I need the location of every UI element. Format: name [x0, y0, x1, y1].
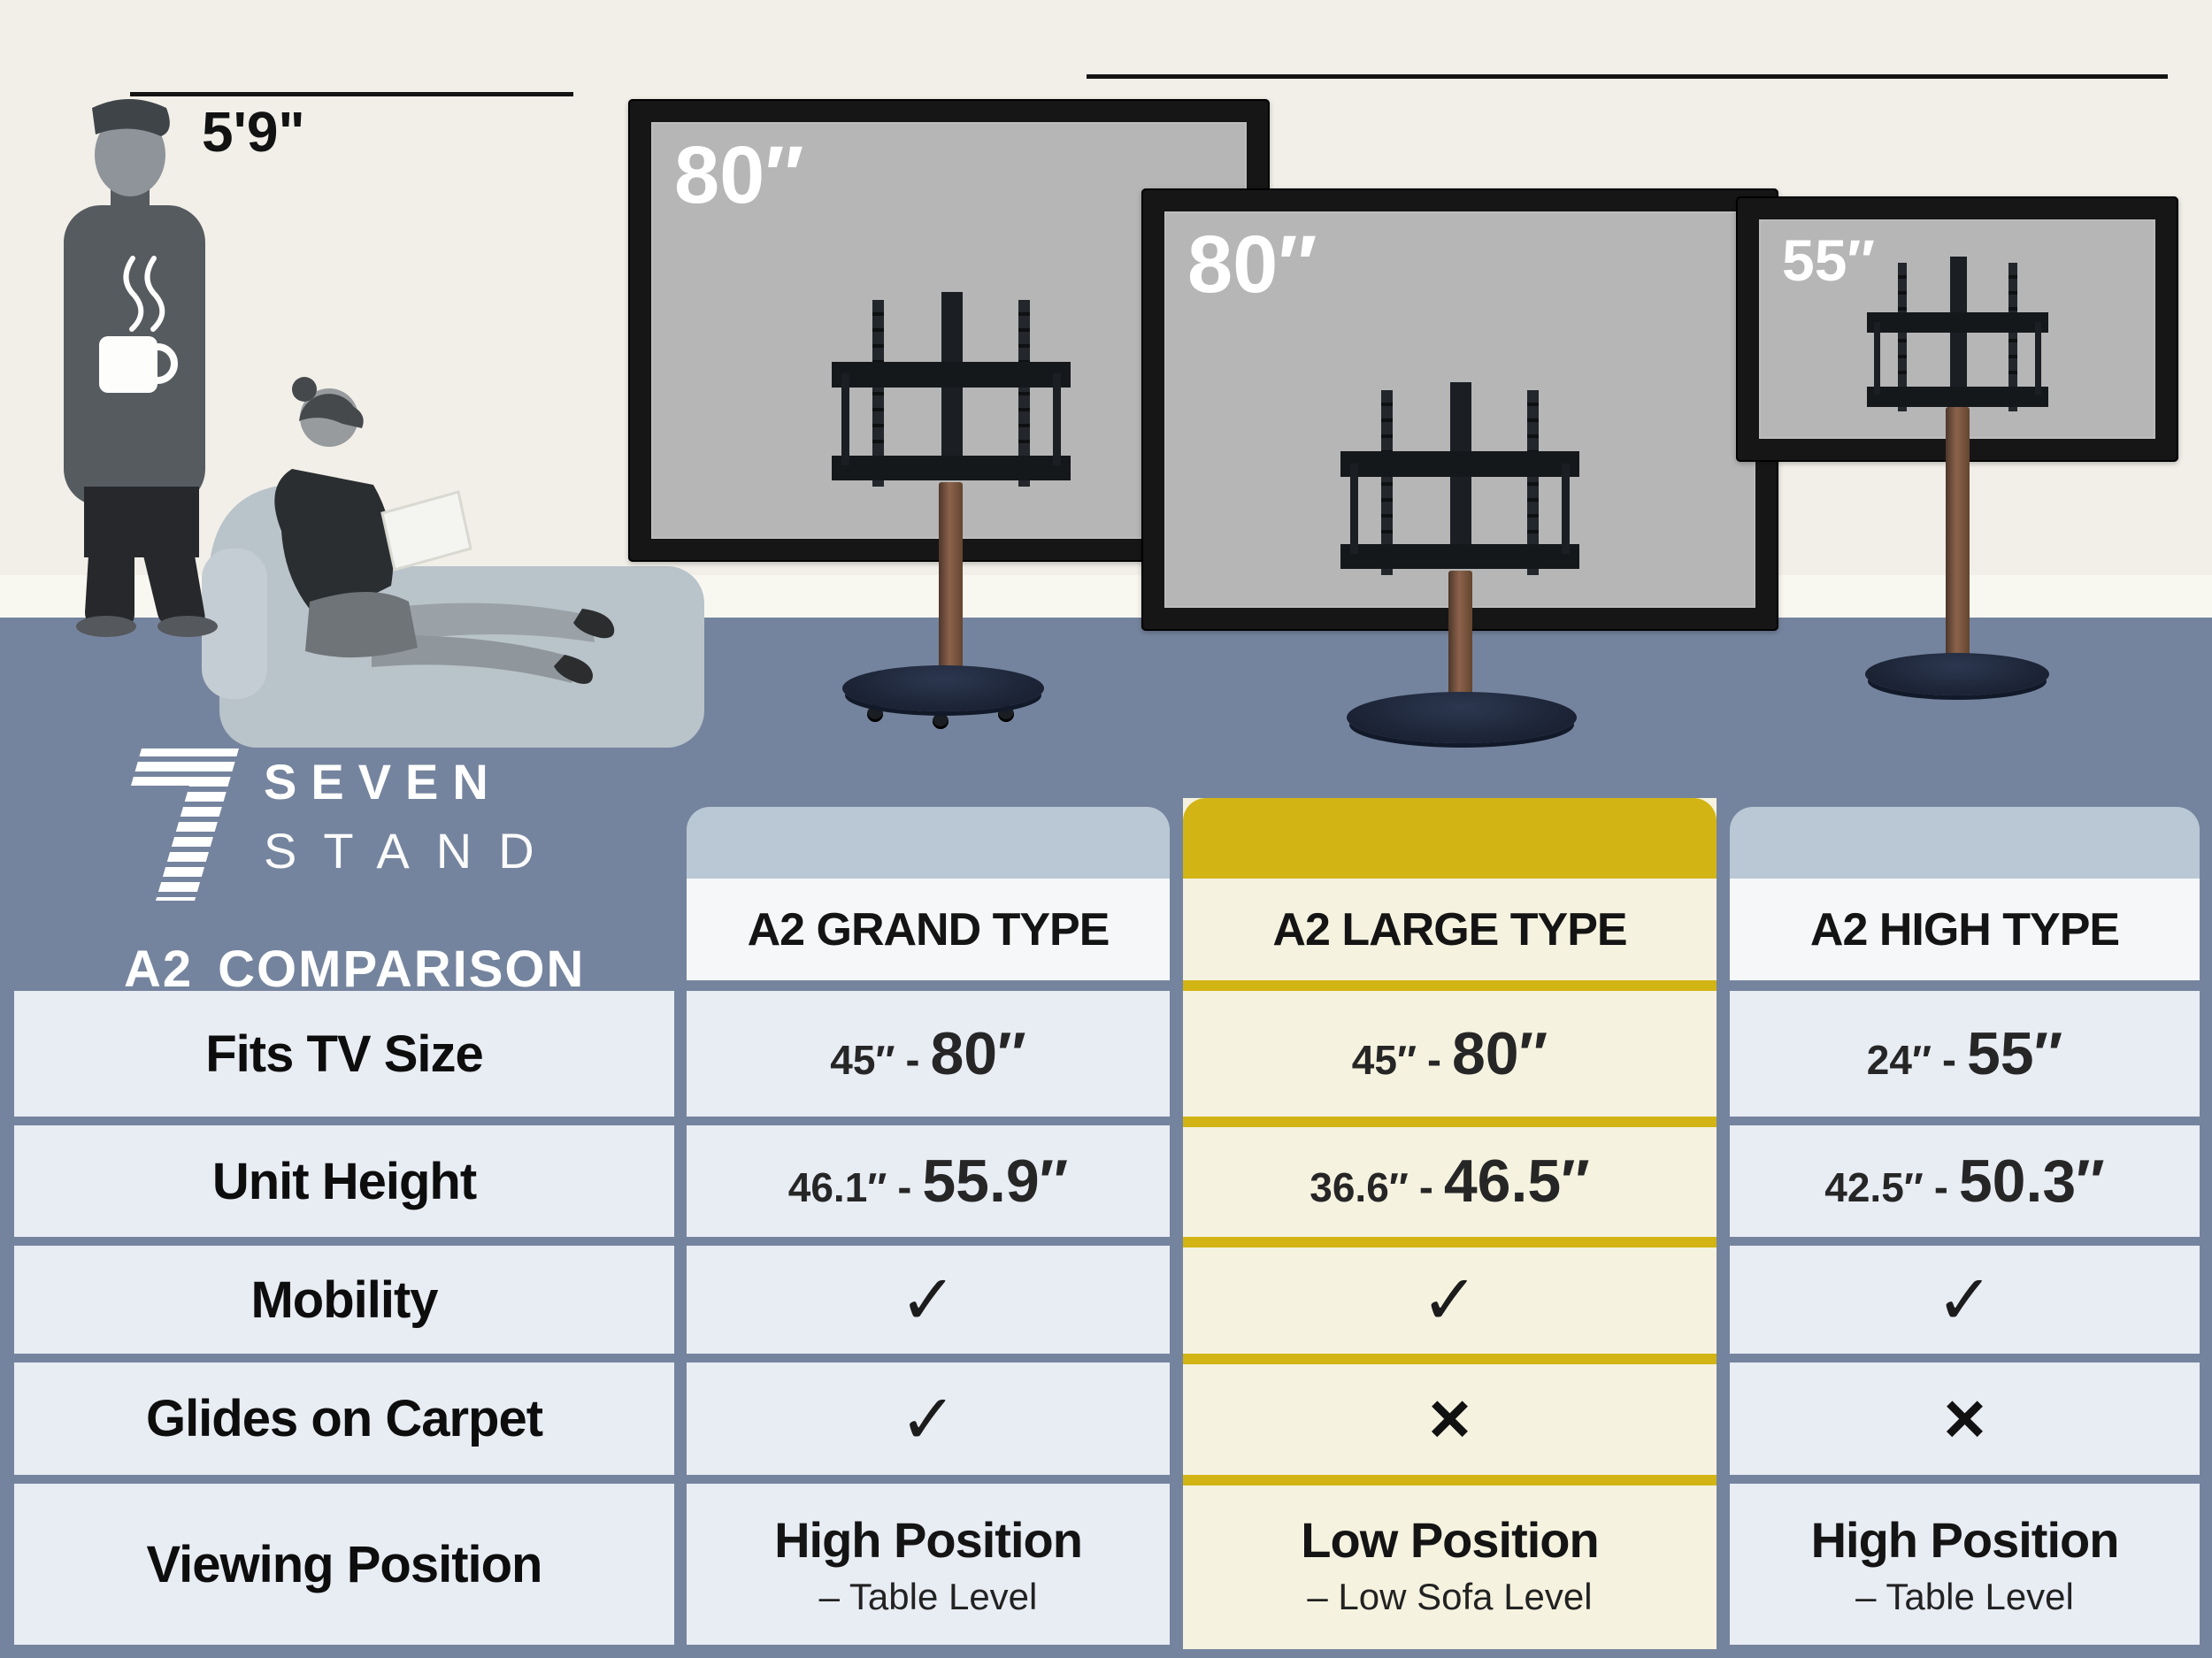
comparison-title: A2 COMPARISON — [124, 940, 619, 999]
column-header-grand: A2 GRAND TYPE — [747, 903, 1110, 956]
vesa-bar-right — [2008, 263, 2018, 411]
featured-header-strip — [1183, 798, 1717, 879]
value-high-viewing-position: High Position – Table Level — [1730, 1484, 2200, 1645]
column-header-high: A2 HIGH TYPE — [1809, 903, 2120, 956]
stand-base-large — [1347, 692, 1577, 743]
comparison-title-model: A2 — [124, 940, 194, 998]
row-label-viewing-position: Viewing Position — [14, 1484, 674, 1645]
value-grand-unit-height: 46.1″-55.9″ — [687, 1125, 1170, 1237]
caster-wheel — [998, 699, 1014, 722]
tv-mount-bracket-high — [1867, 257, 2048, 411]
mount-inner-bar-left — [1349, 463, 1359, 554]
header-body-high: A2 HIGH TYPE — [1730, 879, 2200, 980]
living-room-illustration — [64, 99, 704, 748]
header-body-grand: A2 GRAND TYPE — [687, 879, 1170, 980]
value-grand-fits-tv-size: 45″-80″ — [687, 991, 1170, 1117]
value-high-fits-tv-size: 24″-55″ — [1730, 991, 2200, 1117]
value-grand-mobility: ✓ — [687, 1246, 1170, 1354]
row-label-unit-height: Unit Height — [14, 1125, 674, 1237]
value-large-glides: × — [1428, 1378, 1471, 1459]
reference-line-right — [1087, 74, 2168, 79]
value-high-unit-height: 42.5″-50.3″ — [1730, 1125, 2200, 1237]
tv-mount-bracket-grand — [832, 292, 1071, 487]
featured-divider — [1183, 980, 1717, 991]
row-label-glides-on-carpet: Glides on Carpet — [14, 1362, 674, 1475]
mount-bottom-rail — [1340, 544, 1579, 570]
brand-name-stand: STAND — [264, 823, 561, 879]
tv-high-size-label: 55″ — [1782, 227, 1876, 293]
logo-numeral-7-icon — [131, 748, 239, 901]
mount-bottom-rail — [1867, 387, 2048, 407]
mount-inner-bar-left — [1874, 321, 1881, 395]
value-large-fits-tv-size: 45″-80″ — [1351, 1020, 1548, 1087]
man-illustration — [64, 99, 218, 637]
mount-top-rail — [1867, 312, 2048, 333]
mount-inner-bar-left — [841, 373, 850, 465]
caster-wheel — [933, 706, 949, 729]
value-high-mobility: ✓ — [1730, 1246, 2200, 1354]
woman-illustration — [274, 377, 615, 684]
stand-base-grand — [842, 665, 1044, 711]
value-large-mobility: ✓ — [1420, 1261, 1479, 1339]
value-large-unit-height: 36.6″-46.5″ — [1310, 1148, 1590, 1215]
row-label-fits-tv-size: Fits TV Size — [14, 991, 674, 1117]
header-strip-high — [1730, 807, 2200, 879]
brand-logo: SEVEN STAND A2 COMPARISON — [124, 745, 619, 999]
tv-grand-size-label: 80″ — [674, 130, 804, 220]
stand-pole-grand — [939, 482, 963, 695]
value-grand-glides: ✓ — [687, 1362, 1170, 1475]
mount-inner-bar-right — [1561, 463, 1571, 554]
vesa-bar-left — [1897, 263, 1908, 411]
row-label-mobility: Mobility — [14, 1246, 674, 1354]
value-grand-viewing-position: High Position – Table Level — [687, 1484, 1170, 1645]
mount-inner-bar-right — [1052, 373, 1062, 465]
value-high-glides: × — [1730, 1362, 2200, 1475]
person-height-label: 5'9" — [202, 100, 305, 164]
vesa-bar-left — [1380, 389, 1394, 575]
header-strip-grand — [687, 807, 1170, 879]
vesa-bar-right — [1526, 389, 1540, 575]
value-large-viewing-position: Low Position – Low Sofa Level — [1301, 1511, 1599, 1617]
stand-pole-high — [1946, 407, 1970, 677]
vesa-bar-right — [1018, 299, 1031, 487]
featured-divider — [1183, 1237, 1717, 1247]
vesa-bar-left — [872, 299, 885, 487]
tv-mount-bracket-large — [1340, 382, 1579, 575]
mount-top-rail — [832, 362, 1071, 388]
mount-top-rail — [1340, 451, 1579, 477]
column-header-large: A2 LARGE TYPE — [1272, 903, 1627, 956]
comparison-title-text: COMPARISON — [218, 940, 586, 998]
mount-bottom-rail — [832, 455, 1071, 481]
featured-divider — [1183, 1475, 1717, 1485]
tv-large-size-label: 80″ — [1187, 219, 1317, 310]
brand-name-seven: SEVEN — [264, 754, 503, 810]
mount-inner-bar-right — [2034, 321, 2041, 395]
stand-base-high — [1865, 653, 2049, 695]
featured-column-card: A2 LARGE TYPE — [1183, 798, 1717, 1649]
featured-divider — [1183, 1354, 1717, 1364]
caster-wheel — [867, 699, 883, 722]
person-height-line — [130, 92, 573, 96]
featured-divider — [1183, 1117, 1717, 1127]
